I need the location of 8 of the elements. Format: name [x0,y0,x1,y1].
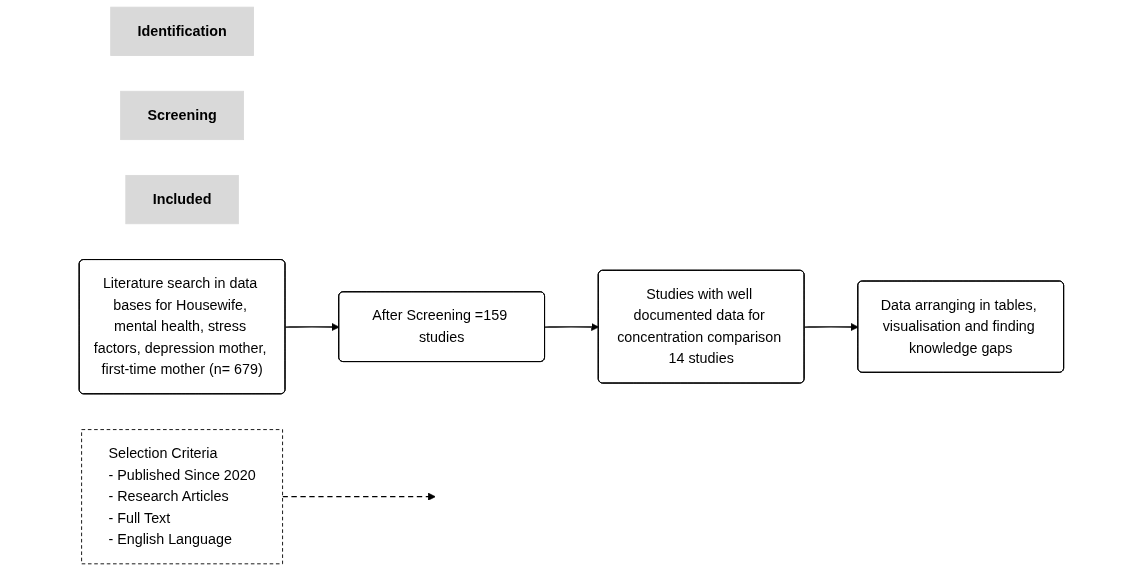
arrow [284,323,340,331]
node-box: Selection Criteria - Published Since 2020 - Research Articles - Full Text - English Language [81,429,284,565]
arrow [282,492,436,501]
node-box: Screening [120,90,245,141]
node-box: Identification [110,6,255,56]
node-box: Included [125,174,239,225]
arrow [803,323,859,331]
arrow [544,323,600,331]
